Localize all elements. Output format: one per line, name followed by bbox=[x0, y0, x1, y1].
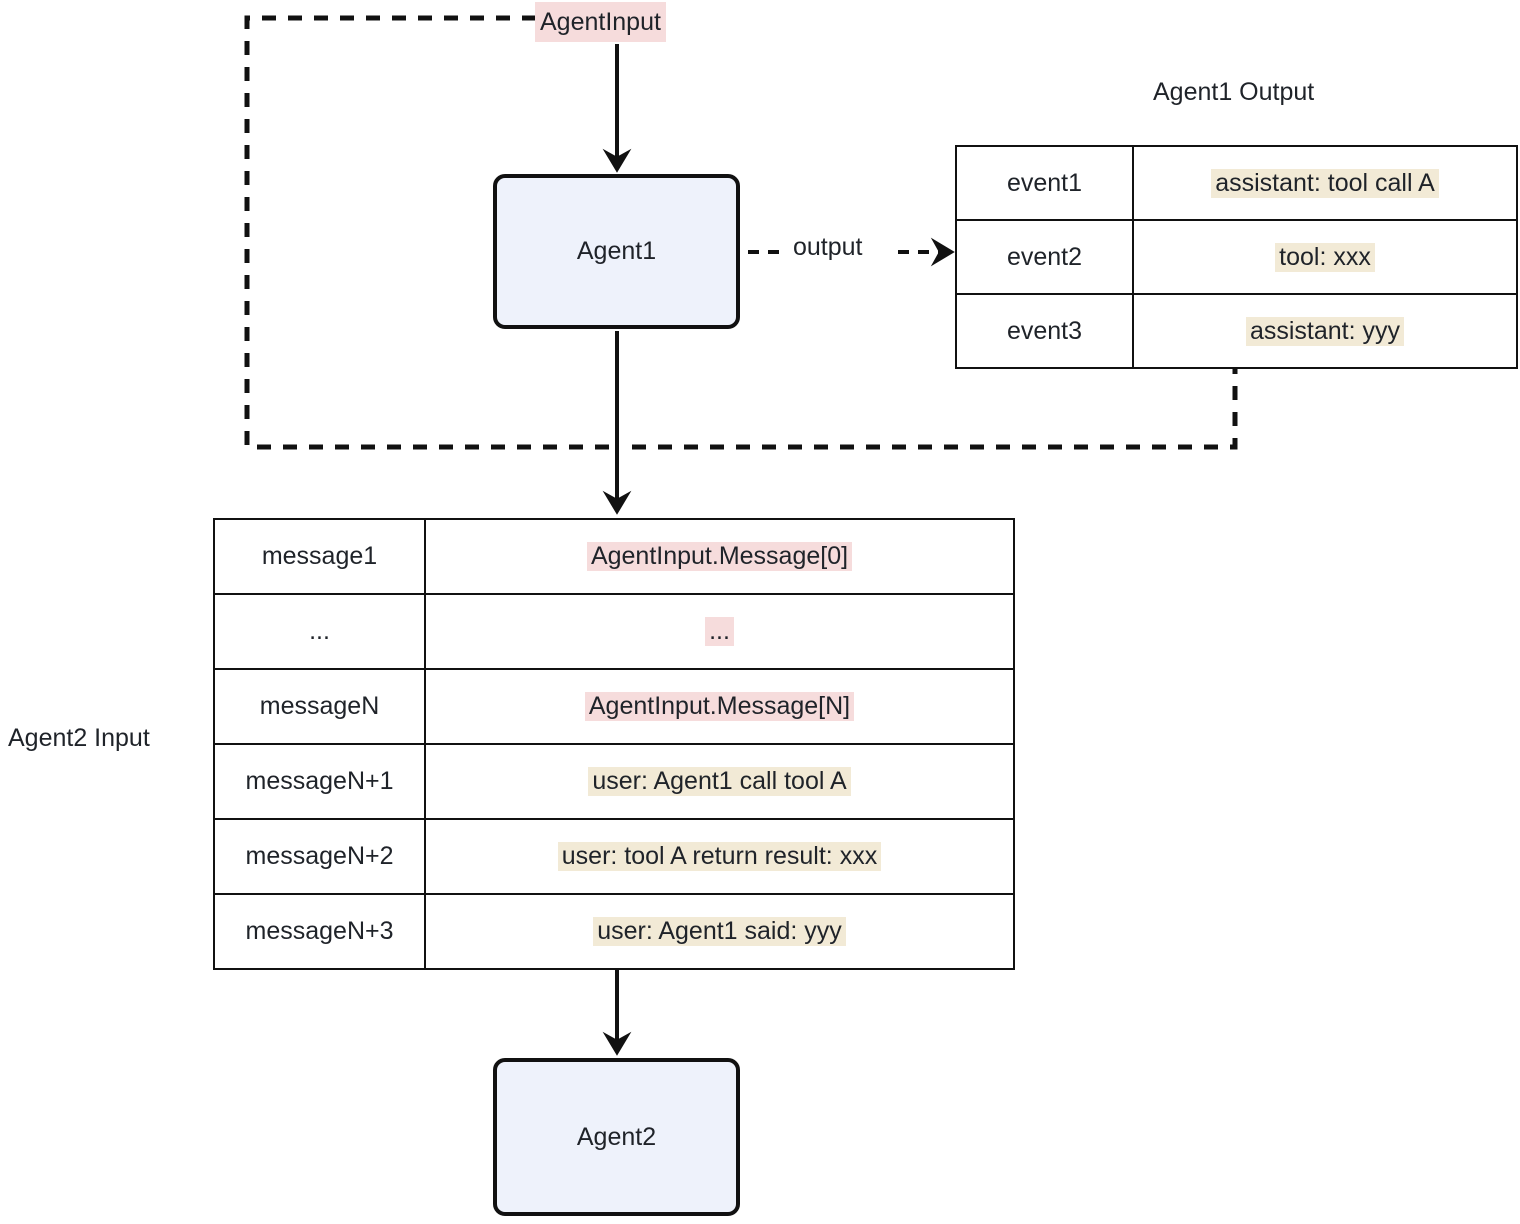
message-value-label: user: tool A return result: xxx bbox=[557, 842, 882, 871]
table-row: messageN+3 user: Agent1 said: yyy bbox=[213, 893, 1015, 970]
table-cell-key: messageN bbox=[213, 668, 426, 745]
table-row: messageN+1 user: Agent1 call tool A bbox=[213, 743, 1015, 820]
table-row: message1 AgentInput.Message[0] bbox=[213, 518, 1015, 595]
table-row: messageN AgentInput.Message[N] bbox=[213, 668, 1015, 745]
agent2-node-label: Agent2 bbox=[576, 1122, 657, 1151]
table-cell-key: messageN+2 bbox=[213, 818, 426, 895]
message-value-label: AgentInput.Message[N] bbox=[584, 692, 855, 721]
message-key-label: ... bbox=[309, 617, 330, 645]
table-cell-value: ... bbox=[424, 593, 1015, 670]
agent1-output-table: event1 assistant: tool call A event2 too… bbox=[955, 145, 1518, 369]
message-key-label: messageN+3 bbox=[245, 917, 394, 945]
table-cell-value: assistant: tool call A bbox=[1132, 145, 1518, 221]
table-cell-key: messageN+3 bbox=[213, 893, 426, 970]
table-cell-value: tool: xxx bbox=[1132, 219, 1518, 295]
table-cell-key: event1 bbox=[955, 145, 1134, 221]
event-value-label: assistant: tool call A bbox=[1211, 168, 1439, 198]
message-key-label: messageN+2 bbox=[245, 842, 394, 870]
table-cell-key: event2 bbox=[955, 219, 1134, 295]
message-value-label: AgentInput.Message[0] bbox=[586, 542, 853, 571]
message-key-label: message1 bbox=[261, 542, 378, 570]
edge-output-feedback-loop bbox=[624, 360, 1238, 450]
table-row: event2 tool: xxx bbox=[955, 219, 1518, 295]
edge-label-output: output bbox=[789, 233, 867, 262]
table-cell-value: user: Agent1 said: yyy bbox=[424, 893, 1015, 970]
agent2-input-table: message1 AgentInput.Message[0] ... ... m… bbox=[213, 518, 1015, 970]
event-key-label: event3 bbox=[1006, 316, 1083, 345]
table-cell-key: event3 bbox=[955, 293, 1134, 369]
agent2-node[interactable]: Agent2 bbox=[493, 1058, 740, 1216]
message-key-label: messageN+1 bbox=[245, 767, 394, 795]
agent1-node[interactable]: Agent1 bbox=[493, 174, 740, 329]
event-key-label: event2 bbox=[1006, 242, 1083, 271]
event-key-label: event1 bbox=[1006, 168, 1083, 197]
agent1-output-title: Agent1 Output bbox=[1153, 78, 1315, 106]
agent2-input-title: Agent2 Input bbox=[8, 724, 150, 752]
event-value-label: tool: xxx bbox=[1275, 242, 1375, 272]
table-row: messageN+2 user: tool A return result: x… bbox=[213, 818, 1015, 895]
message-value-label: user: Agent1 said: yyy bbox=[593, 917, 846, 946]
table-cell-value: user: Agent1 call tool A bbox=[424, 743, 1015, 820]
table-row: event1 assistant: tool call A bbox=[955, 145, 1518, 221]
table-cell-key: message1 bbox=[213, 518, 426, 595]
message-value-label: ... bbox=[705, 617, 734, 646]
table-cell-value: AgentInput.Message[N] bbox=[424, 668, 1015, 745]
table-cell-key: messageN+1 bbox=[213, 743, 426, 820]
table-cell-value: user: tool A return result: xxx bbox=[424, 818, 1015, 895]
table-cell-key: ... bbox=[213, 593, 426, 670]
agent-input-node: AgentInput bbox=[535, 2, 666, 42]
message-value-label: user: Agent1 call tool A bbox=[588, 767, 851, 796]
table-cell-value: AgentInput.Message[0] bbox=[424, 518, 1015, 595]
agent1-node-label: Agent1 bbox=[576, 237, 657, 265]
message-key-label: messageN bbox=[259, 692, 380, 720]
table-row: event3 assistant: yyy bbox=[955, 293, 1518, 369]
table-row: ... ... bbox=[213, 593, 1015, 670]
table-cell-value: assistant: yyy bbox=[1132, 293, 1518, 369]
event-value-label: assistant: yyy bbox=[1245, 316, 1405, 346]
